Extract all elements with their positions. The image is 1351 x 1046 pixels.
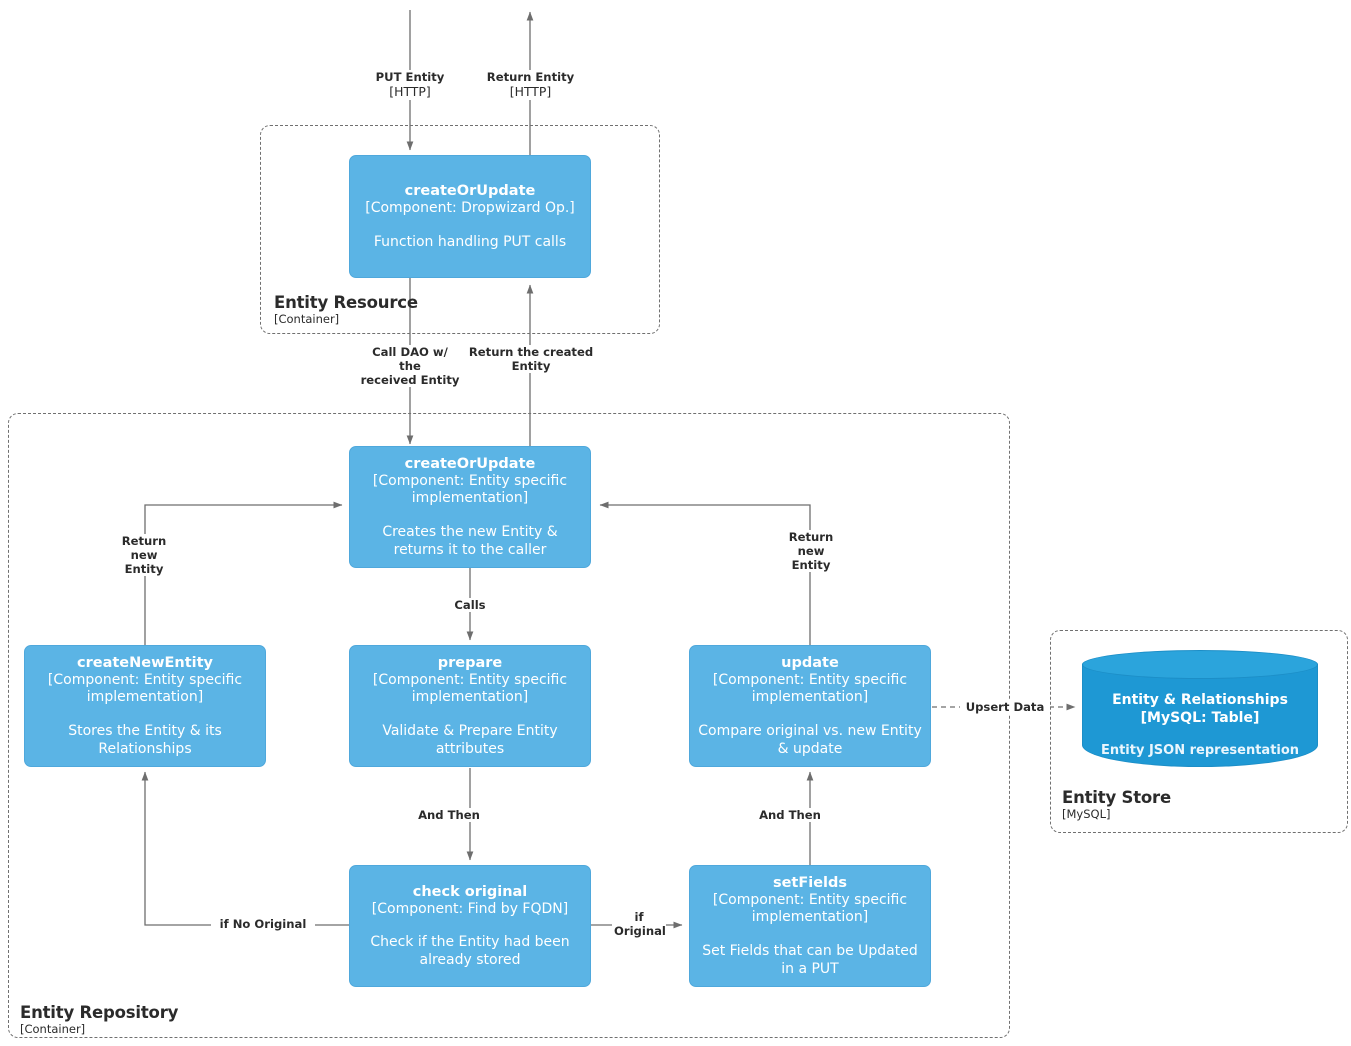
component-create-new-entity-tech: [Component: Entity specific implementati… (47, 671, 243, 706)
component-repo-createorupdate[interactable]: createOrUpdate [Component: Entity specif… (349, 446, 591, 568)
database-entity-table-desc: Entity JSON representation (1100, 743, 1300, 758)
edge-label-calls: Calls (434, 598, 506, 613)
component-create-new-entity[interactable]: createNewEntity [Component: Entity speci… (24, 645, 266, 767)
component-set-fields-desc: Set Fields that can be Updated in a PUT (702, 942, 918, 978)
component-create-new-entity-name: createNewEntity (76, 654, 213, 671)
edge-label-and-then-left: And Then (410, 808, 488, 823)
database-entity-table-name: Entity & Relationships (1112, 692, 1288, 708)
boundary-entity-repository (8, 413, 1010, 1038)
component-set-fields-name: setFields (772, 874, 848, 891)
edge-label-return-entity-tech: [HTTP] (509, 84, 552, 100)
boundary-entity-store (1050, 630, 1348, 833)
component-update[interactable]: update [Component: Entity specific imple… (689, 645, 931, 767)
component-update-tech: [Component: Entity specific implementati… (712, 671, 908, 706)
boundary-entity-store-label: Entity Store [MySQL] (1062, 788, 1282, 822)
component-repo-createorupdate-name: createOrUpdate (404, 455, 536, 472)
boundary-entity-resource (260, 125, 660, 334)
edge-label-return-new-entity-right: Return new Entity (775, 530, 847, 573)
boundary-entity-repository-name: Entity Repository (20, 1003, 179, 1022)
component-prepare-name: prepare (437, 654, 503, 671)
edge-label-return-created: Return the created Entity (462, 345, 600, 374)
database-entity-table[interactable]: Entity & Relationships [MySQL: Table] En… (1082, 650, 1318, 767)
edge-label-return-new-entity-left: Return new Entity (108, 534, 180, 577)
database-entity-table-text: Entity & Relationships [MySQL: Table] En… (1082, 692, 1318, 759)
edge-label-put-entity-text: PUT Entity (375, 70, 445, 84)
database-cylinder-top (1082, 650, 1318, 679)
database-cylinder-body (1082, 664, 1318, 767)
edge-label-upsert-data: Upsert Data (960, 700, 1050, 715)
component-resource-createorupdate-tech: [Component: Dropwizard Op.] (365, 200, 575, 217)
component-resource-createorupdate-desc: Function handling PUT calls (373, 233, 567, 250)
component-update-name: update (781, 654, 839, 671)
component-check-original[interactable]: check original [Component: Find by FQDN]… (349, 865, 591, 987)
component-set-fields-tech: [Component: Entity specific implementati… (712, 891, 908, 926)
component-repo-createorupdate-tech: [Component: Entity specific implementati… (372, 472, 568, 507)
edge-label-put-entity: PUT Entity [HTTP] (355, 70, 465, 100)
database-entity-table-tech: [MySQL: Table] (1140, 709, 1260, 726)
component-update-desc: Compare original vs. new Entity & update (698, 722, 922, 758)
boundary-entity-repository-tech: [Container] (20, 1022, 86, 1037)
edge-label-and-then-right: And Then (751, 808, 829, 823)
boundary-entity-resource-tech: [Container] (274, 312, 340, 327)
edge-label-return-entity-text: Return Entity (486, 70, 575, 84)
boundary-entity-store-tech: [MySQL] (1062, 807, 1111, 822)
edge-label-put-entity-tech: [HTTP] (389, 84, 431, 100)
component-check-original-desc: Check if the Entity had been already sto… (370, 934, 570, 969)
component-create-new-entity-desc: Stores the Entity & its Relationships (68, 722, 222, 758)
boundary-entity-repository-label: Entity Repository [Container] (20, 1003, 300, 1037)
component-resource-createorupdate-name: createOrUpdate (404, 183, 536, 200)
component-resource-createorupdate[interactable]: createOrUpdate [Component: Dropwizard Op… (349, 155, 591, 278)
edge-label-call-dao: Call DAO w/ the received Entity (350, 345, 470, 388)
boundary-entity-resource-name: Entity Resource (274, 293, 418, 312)
component-check-original-tech: [Component: Find by FQDN] (371, 900, 569, 917)
edge-label-return-entity: Return Entity [HTTP] (473, 70, 588, 100)
component-set-fields[interactable]: setFields [Component: Entity specific im… (689, 865, 931, 987)
component-prepare[interactable]: prepare [Component: Entity specific impl… (349, 645, 591, 767)
component-prepare-tech: [Component: Entity specific implementati… (372, 671, 568, 706)
component-prepare-desc: Validate & Prepare Entity attributes (382, 722, 558, 758)
component-repo-createorupdate-desc: Creates the new Entity & returns it to t… (382, 523, 558, 559)
boundary-entity-resource-label: Entity Resource [Container] (274, 293, 524, 327)
component-check-original-name: check original (412, 883, 528, 900)
edge-label-if-original: if Original (612, 910, 666, 939)
boundary-entity-store-name: Entity Store (1062, 788, 1171, 807)
edge-label-if-no-original: if No Original (211, 917, 315, 932)
